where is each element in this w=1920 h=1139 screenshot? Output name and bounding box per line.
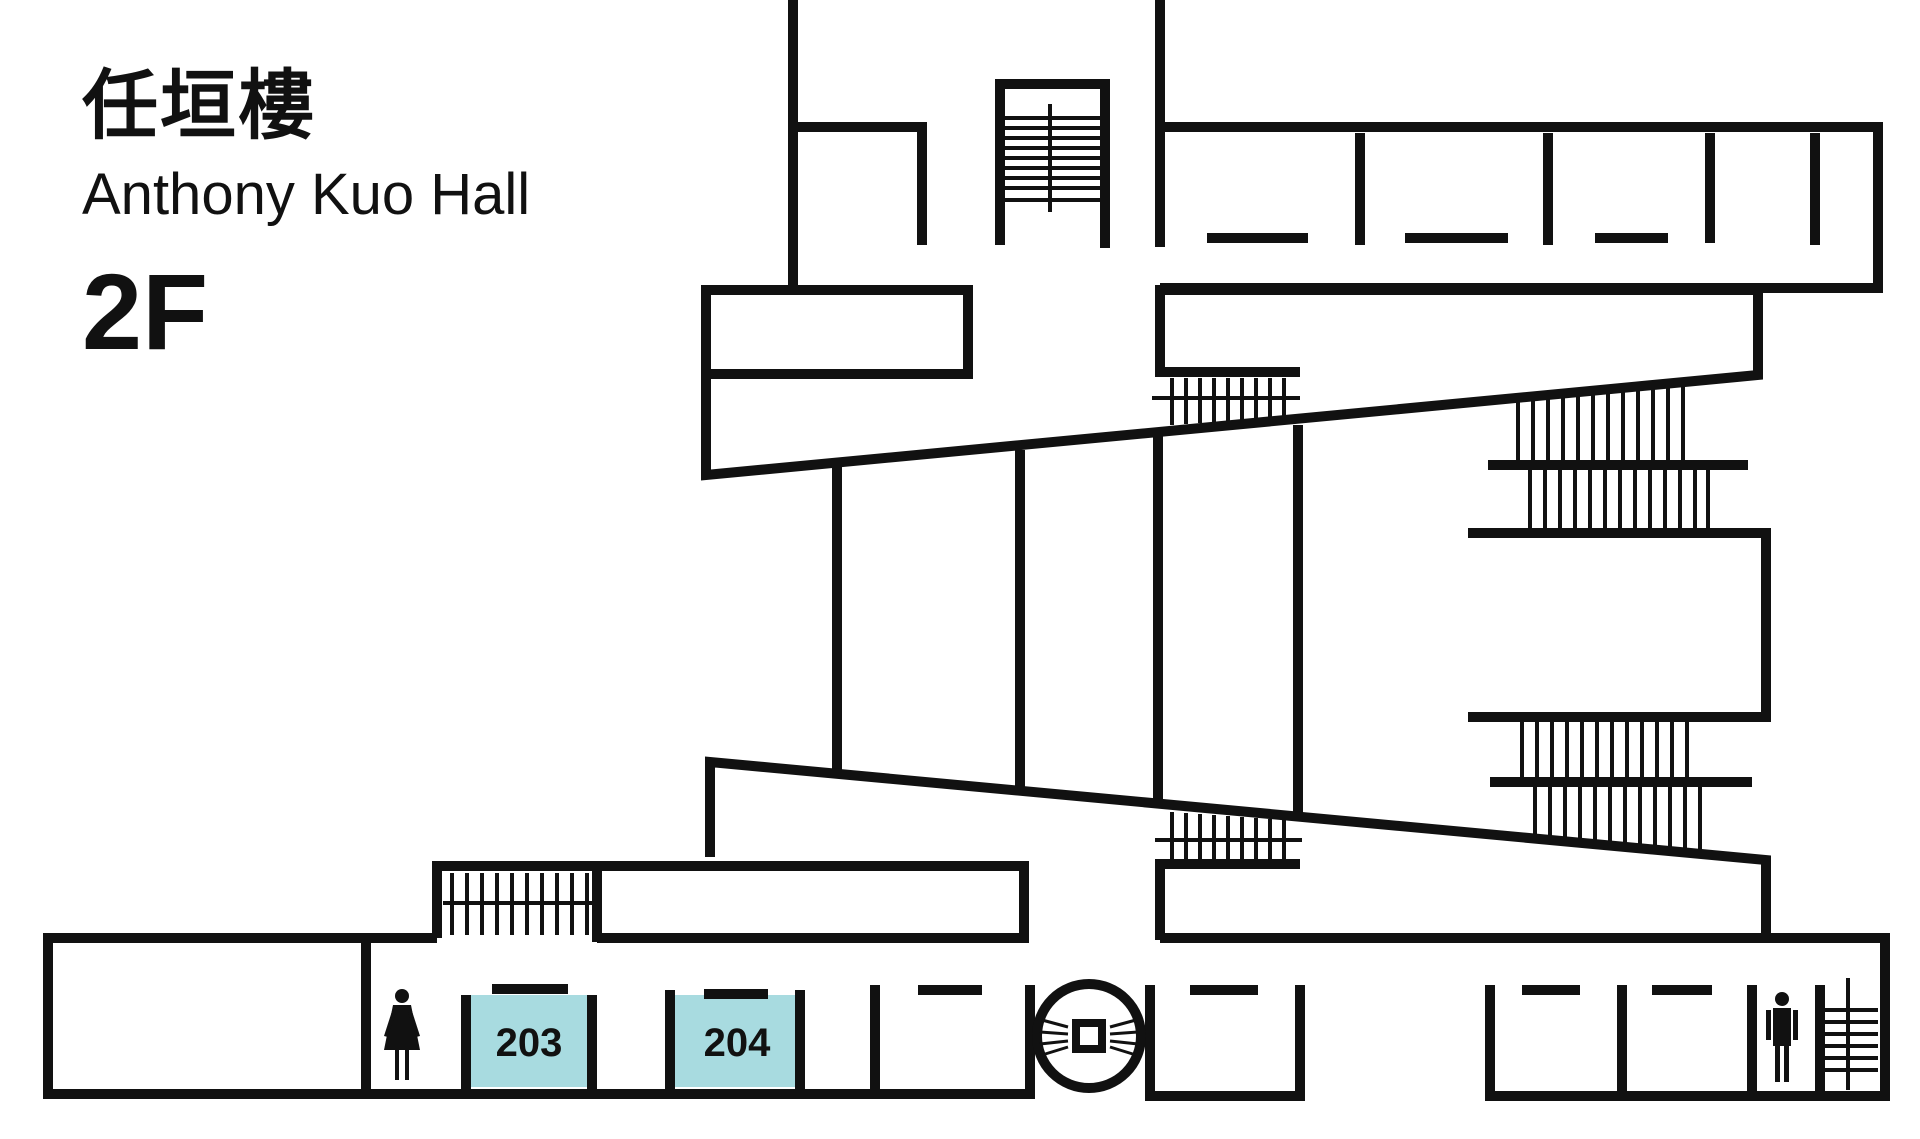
right-stair-upper <box>1468 385 1771 722</box>
upper-crossing-stair <box>1152 378 1300 425</box>
right-stair-lower <box>1490 722 1752 850</box>
building-name-english: Anthony Kuo Hall <box>82 162 531 227</box>
room-203-label: 203 <box>496 1021 563 1065</box>
bottom-corridor <box>43 933 1890 1101</box>
left-middle-block <box>701 285 1763 481</box>
floor-label: 2F <box>82 251 209 372</box>
bottom-right-stair <box>1824 978 1878 1090</box>
left-lower-blocks <box>432 861 1029 943</box>
elevator-icon <box>1032 979 1146 1093</box>
top-stair <box>995 79 1110 248</box>
lower-crossing-stair <box>1155 812 1302 860</box>
top-left-walls <box>788 0 927 290</box>
middle-columns <box>832 425 1303 816</box>
lower-diagonal <box>705 756 1771 940</box>
room-203-area[interactable] <box>466 995 592 1087</box>
top-right-rooms <box>1155 0 1883 293</box>
male-restroom-icon <box>1766 992 1798 1082</box>
building-name-chinese: 任垣樓 <box>82 61 316 150</box>
room-204-label: 204 <box>704 1021 771 1065</box>
female-restroom-icon <box>384 989 420 1080</box>
room-204-area[interactable] <box>675 995 800 1087</box>
